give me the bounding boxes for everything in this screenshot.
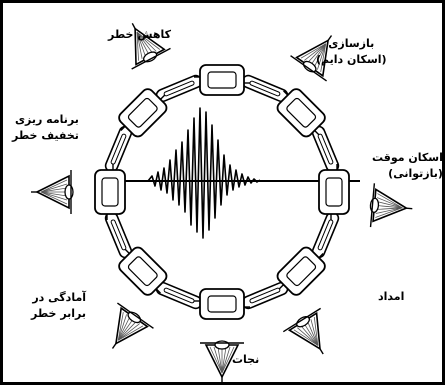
chain-plate (319, 164, 349, 220)
label-risk-planning: برنامه ریزی تخفیف خطر (12, 112, 79, 144)
tent-icon (369, 183, 415, 230)
chain-link (240, 74, 289, 103)
label-preparedness: آمادگی در برابر خطر (31, 290, 86, 322)
label-rescue: نجات (232, 352, 259, 368)
chain-link (155, 281, 204, 310)
tent-icon (94, 301, 154, 361)
chain-link (104, 125, 133, 174)
label-mitigation: کاهش خطر (108, 27, 171, 43)
label-reconstruction: بازسازی (اسکان دایم) (316, 36, 387, 68)
label-relief: امداد (378, 289, 404, 305)
seismograph-wave (148, 108, 260, 238)
chain-link (311, 210, 340, 259)
chain-plate (194, 65, 250, 95)
tent-icon (282, 307, 342, 366)
tent-icon (31, 170, 73, 214)
label-temporary-housing: اسکان موقت (بازتوانی) (372, 150, 443, 182)
chain-plate (194, 289, 250, 319)
chain-plate (95, 164, 125, 220)
